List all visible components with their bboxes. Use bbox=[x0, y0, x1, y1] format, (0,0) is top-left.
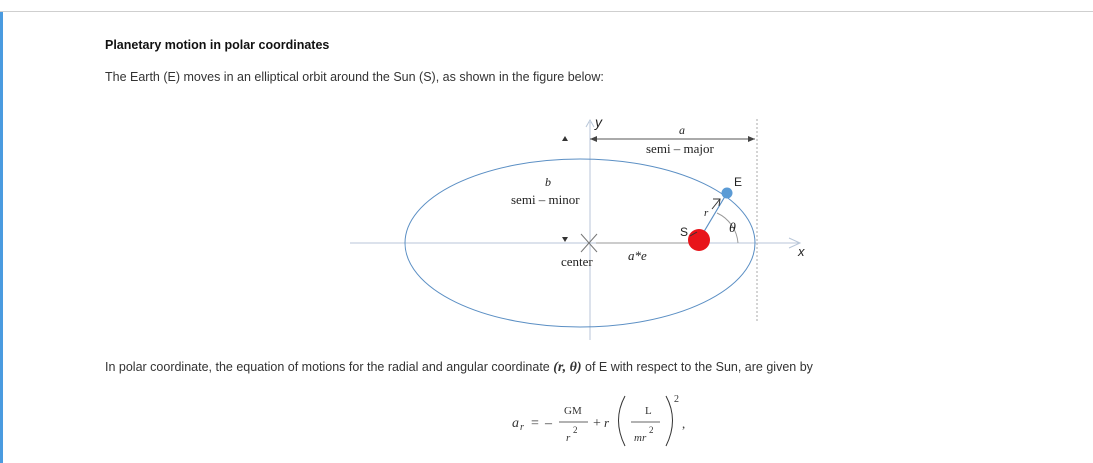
eq-comma: , bbox=[682, 416, 685, 431]
intro-text: The Earth (E) moves in an elliptical orb… bbox=[105, 70, 604, 84]
label-theta: θ bbox=[729, 221, 736, 236]
eq-mr: mr bbox=[634, 432, 647, 444]
eq-r-coef: r bbox=[604, 415, 610, 430]
semi-major-arrow-right bbox=[748, 136, 755, 142]
label-r: r bbox=[704, 207, 709, 219]
eq-gm: GM bbox=[564, 405, 582, 417]
eq-equals: = bbox=[531, 416, 539, 431]
eq-lhs-sub: r bbox=[520, 422, 524, 433]
section-title: Planetary motion in polar coordinates bbox=[105, 38, 330, 52]
label-semi-major: semi – major bbox=[646, 141, 715, 156]
semi-minor-arrow-bottom bbox=[562, 237, 568, 242]
semi-major-arrow-left bbox=[590, 136, 597, 142]
eq-l: L bbox=[645, 405, 652, 417]
label-earth: E bbox=[734, 175, 742, 189]
sun-marker bbox=[689, 231, 698, 237]
label-y: y bbox=[594, 114, 603, 130]
eq-gm-den-power: 2 bbox=[573, 425, 578, 435]
orbit-ellipse bbox=[404, 158, 756, 328]
label-x: x bbox=[797, 244, 805, 259]
eq-lhs-a: a bbox=[512, 416, 519, 431]
y-axis-arrowhead bbox=[585, 118, 595, 128]
semi-minor-arrow-top bbox=[562, 136, 568, 141]
eq-gm-den-r: r bbox=[566, 432, 571, 444]
left-accent-bar bbox=[0, 12, 3, 463]
label-a: a bbox=[679, 123, 685, 137]
center-cross-2 bbox=[580, 233, 598, 253]
eq-left-paren bbox=[618, 395, 626, 447]
label-sun: S bbox=[680, 225, 688, 239]
theta-arc bbox=[716, 212, 739, 244]
x-axis-arrowhead bbox=[788, 237, 802, 249]
label-ae: a*e bbox=[628, 248, 647, 263]
eq-plus: + bbox=[593, 416, 601, 431]
label-b: b bbox=[545, 175, 551, 189]
eq-mr-power: 2 bbox=[649, 425, 654, 435]
r-vector-arrow bbox=[711, 198, 721, 210]
polar-prefix: In polar coordinate, the equation of mot… bbox=[105, 360, 550, 374]
polar-suffix: of E with respect to the Sun, are given … bbox=[585, 360, 813, 374]
r-vector-arrowhead bbox=[713, 198, 721, 207]
top-divider bbox=[0, 11, 1093, 12]
polar-coords: (r, θ) bbox=[553, 360, 582, 375]
earth bbox=[721, 187, 733, 199]
eq-outer-power: 2 bbox=[674, 394, 679, 405]
eq-right-paren bbox=[665, 395, 673, 447]
label-center: center bbox=[561, 254, 593, 269]
eq-minus: – bbox=[544, 416, 553, 431]
label-semi-minor: semi – minor bbox=[511, 192, 580, 207]
polar-description: In polar coordinate, the equation of mot… bbox=[105, 360, 813, 376]
